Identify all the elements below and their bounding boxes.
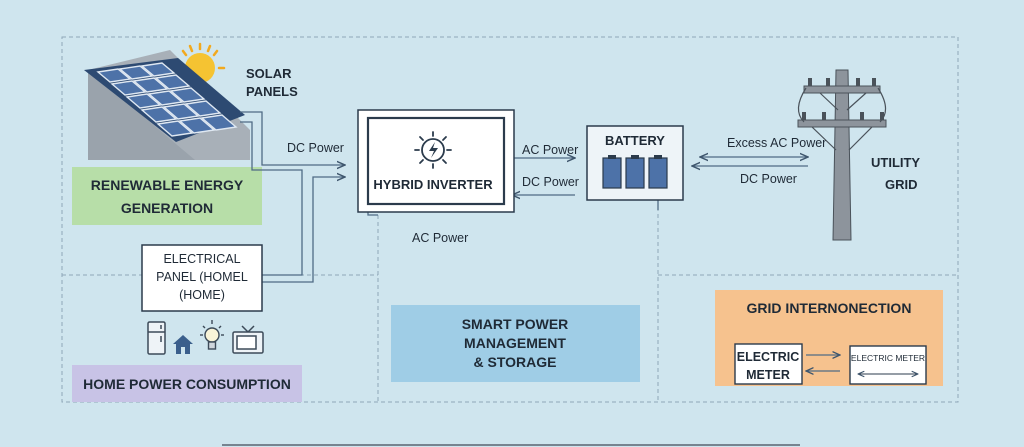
electrical-panel-label-2: PANEL (HOMEL bbox=[156, 270, 248, 284]
line-solar-to-panel bbox=[240, 121, 303, 276]
outer-frame bbox=[61, 36, 959, 403]
ac-power-right-label: AC Power bbox=[522, 143, 578, 157]
utility-grid-label: UTILITY bbox=[871, 155, 920, 170]
grid-interconnection-label: GRID INTERNONECTION bbox=[747, 300, 912, 316]
fridge-icon bbox=[147, 321, 166, 355]
ac-power-bottom-label: AC Power bbox=[412, 231, 468, 245]
solar-panels-label-2: PANELS bbox=[246, 84, 298, 99]
solar-panels-label: SOLAR bbox=[246, 66, 292, 81]
smart-power-label-1: SMART POWER bbox=[462, 316, 569, 332]
utility-grid-label-2: GRID bbox=[885, 177, 918, 192]
lightning-icon bbox=[414, 131, 452, 169]
electric-meter-1-box bbox=[734, 343, 803, 385]
line-panel-to-inverter bbox=[262, 177, 345, 283]
renewable-label-2: GENERATION bbox=[121, 200, 213, 216]
electric-meter-1-label-2: METER bbox=[746, 368, 790, 382]
tv-icon bbox=[232, 325, 264, 354]
dc-line-solar-to-inverter bbox=[240, 111, 345, 165]
battery-label: BATTERY bbox=[605, 133, 665, 148]
smart-power-label-2: MANAGEMENT bbox=[464, 335, 566, 351]
home-consumption-label: HOME POWER CONSUMPTION bbox=[83, 376, 291, 392]
smart-power-box bbox=[391, 305, 640, 382]
renewable-label-1: RENEWABLE ENERGY bbox=[91, 177, 244, 193]
dc-power-top-label: DC Power bbox=[287, 141, 344, 155]
battery-cells-icon bbox=[602, 155, 668, 189]
electrical-panel-box bbox=[141, 244, 263, 312]
utility-pole-icon bbox=[797, 69, 887, 241]
dc-power-grid-label: DC Power bbox=[740, 172, 797, 186]
lightbulb-icon bbox=[200, 320, 224, 350]
electrical-panel-label-1: ELECTRICAL bbox=[163, 252, 240, 266]
electric-meter-2-box bbox=[849, 345, 927, 385]
hybrid-inverter-label: HYBRID INVERTER bbox=[373, 177, 493, 192]
house-icon bbox=[173, 335, 193, 354]
home-consumption-box bbox=[72, 365, 302, 402]
electrical-panel-label-3: (HOME) bbox=[179, 288, 225, 302]
solar-panel-icon bbox=[84, 42, 250, 160]
smart-power-label-3: & STORAGE bbox=[474, 354, 557, 370]
electric-meter-2-label: ELECTRIC METER bbox=[851, 353, 925, 363]
electric-meter-1-label-1: ELECTRIC bbox=[737, 350, 800, 364]
renewable-generation-box bbox=[72, 167, 262, 225]
excess-ac-power-label: Excess AC Power bbox=[727, 136, 826, 150]
dc-power-right-label: DC Power bbox=[522, 175, 579, 189]
